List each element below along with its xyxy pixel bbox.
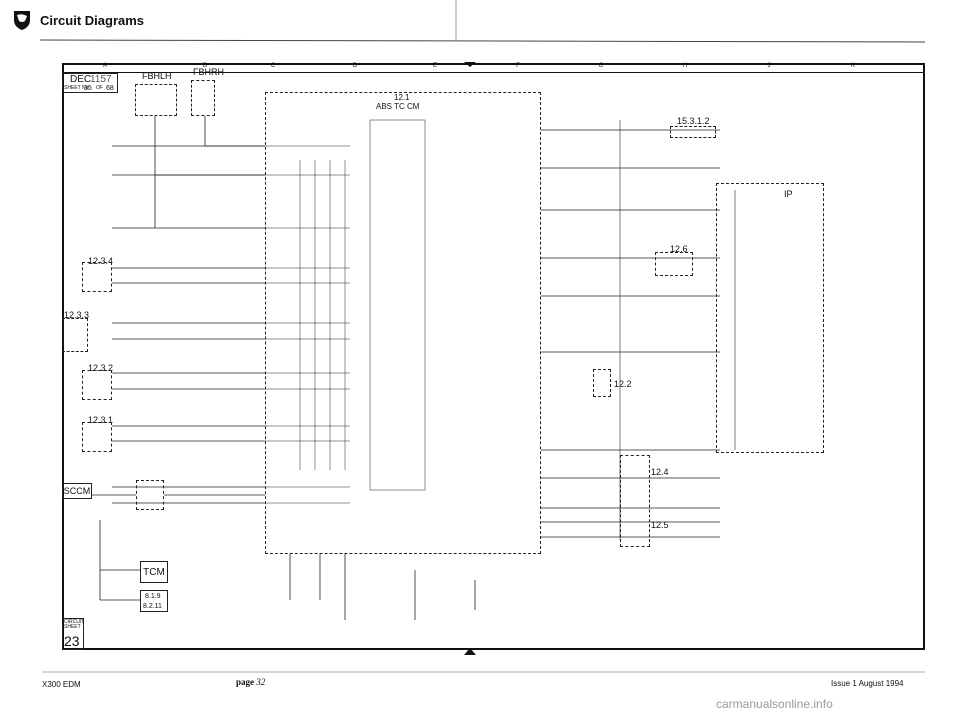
sheet-label: SHEET No. bbox=[64, 85, 90, 91]
ref-12-5: 12.5 bbox=[651, 520, 669, 530]
jaguar-logo-icon bbox=[10, 8, 34, 32]
circuit-sheet-box bbox=[62, 618, 84, 650]
ip-label: IP bbox=[784, 189, 793, 199]
instrument-pack bbox=[716, 183, 824, 453]
component-12-3-1 bbox=[82, 422, 112, 452]
ref-box-8 bbox=[140, 590, 168, 612]
grid-letter: J bbox=[767, 63, 771, 69]
ref-12-2: 12.2 bbox=[614, 379, 632, 389]
footer-page-number: 32 bbox=[256, 677, 266, 687]
date-label: DEC bbox=[70, 74, 92, 85]
grid-letter: F bbox=[516, 63, 520, 69]
grid-marker-arrow bbox=[464, 648, 476, 655]
fuse-box-lh-label: FBHLH bbox=[142, 71, 172, 81]
fuse-box-lh bbox=[135, 84, 177, 116]
component-12-4-12-5 bbox=[620, 455, 650, 547]
ref-15-3-1-2: 15.3.1.2 bbox=[677, 116, 710, 126]
grid-letter: G bbox=[598, 63, 604, 69]
grid-letter: H bbox=[682, 63, 688, 69]
grid-letter: E bbox=[432, 63, 437, 69]
module-internal-block bbox=[369, 119, 426, 491]
grid-letter: C bbox=[270, 63, 276, 69]
component-12-2 bbox=[593, 369, 611, 397]
component-12-3-3 bbox=[62, 318, 88, 352]
tcm-label: TCM bbox=[143, 566, 165, 578]
ref-8-2-11: 8.2.11 bbox=[143, 603, 162, 610]
of-value: 68 bbox=[106, 85, 114, 92]
circuit-sheet-number: 23 bbox=[64, 633, 80, 649]
tcm-box: TCM bbox=[140, 561, 168, 583]
watermark: carmanualsonline.info bbox=[716, 697, 833, 711]
footer-issue: Issue 1 August 1994 bbox=[831, 679, 904, 688]
ref-8-1-9: 8.1.9 bbox=[145, 593, 161, 600]
of-label: OF bbox=[96, 85, 103, 91]
component-12-6 bbox=[655, 252, 693, 276]
grid-letter: D bbox=[352, 63, 358, 69]
date-value: 1157 bbox=[90, 74, 112, 85]
sccm-box: SCCM bbox=[62, 483, 92, 499]
grid-letter: A bbox=[102, 63, 107, 69]
component-12-3-4 bbox=[82, 262, 112, 292]
ref-12-6: 12.6 bbox=[670, 244, 688, 254]
ref-12-3-2: 12.3.2 bbox=[88, 363, 114, 373]
ref-12-4: 12.4 bbox=[651, 467, 669, 477]
abs-module-name: ABS TC CM bbox=[376, 102, 420, 111]
diagram-frame bbox=[62, 63, 925, 650]
grid-letter: K bbox=[850, 63, 855, 69]
component-12-3-2 bbox=[82, 370, 112, 400]
ref-12-3-3: 12.3.3 bbox=[64, 310, 90, 320]
footer-document-name: X300 EDM bbox=[42, 680, 81, 689]
abs-module-ref: 12.1 bbox=[394, 93, 410, 102]
grid-marker-arrow bbox=[464, 62, 476, 67]
circuit-sheet-label: CIRCUIT SHEET bbox=[64, 619, 85, 630]
page-title: Circuit Diagrams bbox=[40, 13, 145, 28]
sccm-label: SCCM bbox=[63, 485, 91, 496]
fuse-box-rh-label: FBHRH bbox=[193, 67, 224, 77]
sheet-value: 35 bbox=[84, 85, 92, 92]
grid-letter: B bbox=[202, 63, 207, 69]
title-block bbox=[62, 73, 118, 93]
fuse-box-rh bbox=[191, 80, 215, 116]
component-15-3-1-2 bbox=[670, 126, 716, 138]
ref-12-3-1: 12.3.1 bbox=[88, 415, 114, 425]
ref-12-3-4: 12.3.4 bbox=[88, 256, 114, 266]
footer-page-prefix: page bbox=[236, 677, 254, 687]
grid-reference-strip bbox=[62, 63, 925, 73]
footer-page: page 32 bbox=[236, 677, 265, 687]
connector-block-sccm bbox=[136, 480, 164, 510]
